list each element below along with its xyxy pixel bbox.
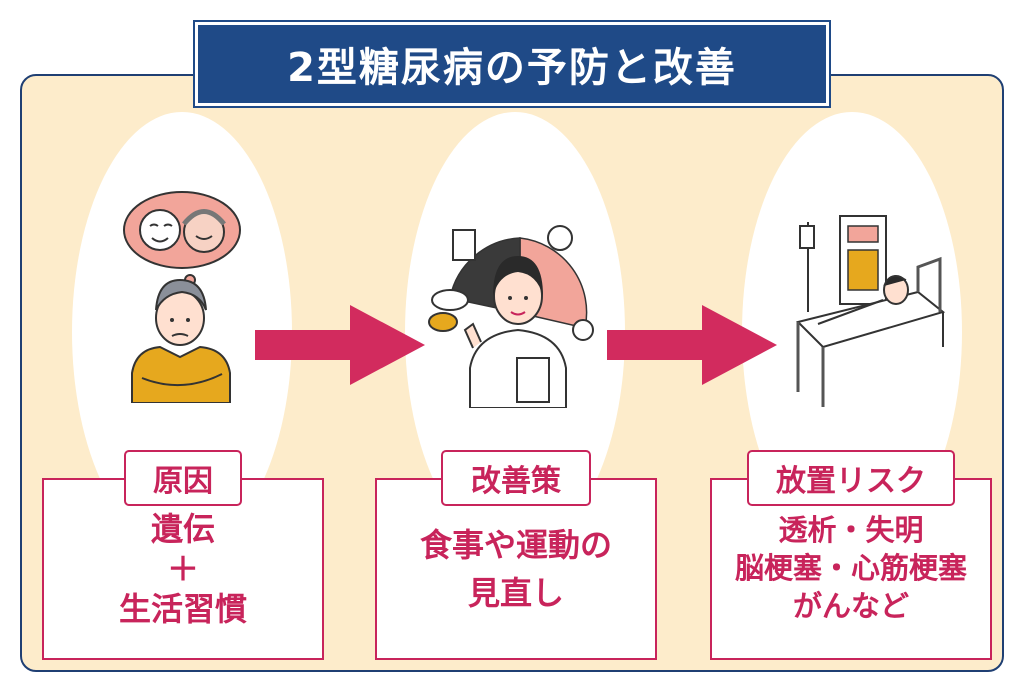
step-3-tag: 放置リスク xyxy=(747,450,955,506)
step-2-line: 見直し xyxy=(467,574,564,612)
doctor-with-food-chart-icon xyxy=(428,225,594,408)
page-title: 2型糖尿病の予防と改善 xyxy=(287,45,737,91)
patient-on-dialysis-bed-icon xyxy=(796,215,946,407)
step-2-line: 食事や運動の xyxy=(419,526,612,564)
step-1-line: 遺伝 xyxy=(150,510,215,548)
step-2-tag-label: 改善策 xyxy=(471,464,561,499)
step-3-card: 透析・失明 脳梗塞・心筋梗塞 がんなど xyxy=(710,478,992,660)
step-1-tag: 原因 xyxy=(124,450,242,506)
step-3-line: 脳梗塞・心筋梗塞 xyxy=(734,551,967,586)
step-2-tag: 改善策 xyxy=(441,450,591,506)
step-3-line: 透析・失明 xyxy=(778,513,924,548)
step-1-plus: ＋ xyxy=(166,550,199,588)
arrow-right-icon xyxy=(607,305,777,385)
worried-man-thinking-of-elderly-parents-icon xyxy=(123,191,241,403)
step-3-tag-label: 放置リスク xyxy=(776,464,926,499)
step-1-tag-label: 原因 xyxy=(153,464,213,499)
step-1-line: 生活習慣 xyxy=(118,590,247,628)
step-1-card: 遺伝 ＋ 生活習慣 xyxy=(42,478,324,660)
title-banner: 2型糖尿病の予防と改善 xyxy=(195,22,829,106)
arrow-right-icon xyxy=(255,305,425,385)
step-3-line: がんなど xyxy=(792,588,909,623)
